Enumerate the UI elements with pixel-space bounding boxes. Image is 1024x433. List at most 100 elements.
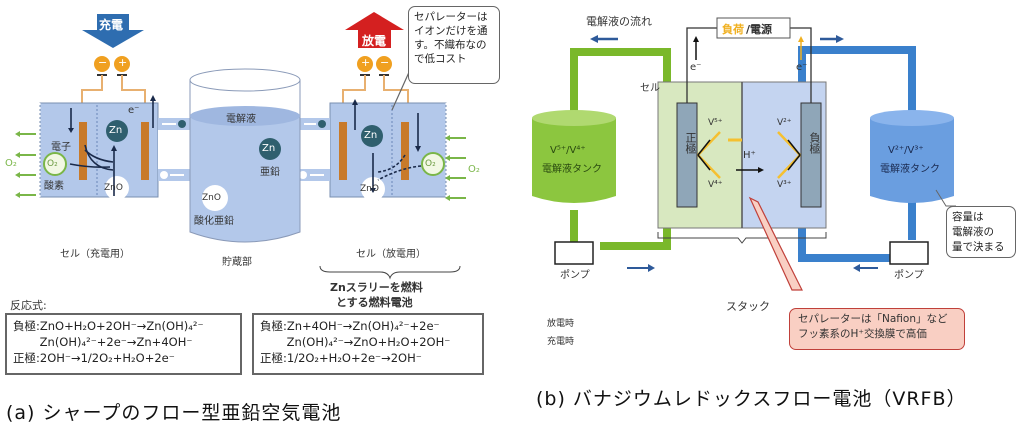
reaction-title: 反応式: [10, 299, 47, 312]
left-tank-label: 電解液タンク [542, 164, 602, 175]
charge-label: 充電 [99, 18, 124, 32]
callout-line: す。不織布なの [414, 39, 487, 51]
positive-electrode [676, 102, 698, 208]
charging-cell [39, 102, 159, 198]
discharge-arrow-icon [345, 12, 404, 48]
stack-label: スタック [726, 300, 770, 313]
zn-ball-icon [259, 138, 281, 160]
equation: 正極:2OH⁻→1/2O₂+H₂O+2e⁻ [13, 351, 175, 365]
zno-text: ZnO [104, 183, 123, 193]
zinc-air-diagram [15, 12, 466, 280]
oxygen-outside-right: O₂ [468, 164, 480, 175]
v5-label: V⁵⁺ [708, 118, 723, 128]
caption-a: (a) シャープのフロー型亜鉛空気電池 [6, 402, 342, 424]
source-label: /電源 [746, 23, 773, 36]
discharging-cell [329, 102, 447, 198]
oxygen-flow-arrows [15, 131, 466, 201]
callout-line: イオンだけを通 [414, 25, 488, 37]
plus-terminal-icon [357, 56, 373, 72]
charge-arrow-icon [82, 14, 144, 48]
right-pump-label: ポンプ [894, 270, 924, 281]
brace [319, 265, 461, 280]
electrode-right [401, 122, 409, 180]
equation: Zn(OH)₄²⁻+2e⁻→Zn+4OH⁻ [13, 335, 193, 349]
electrode-right [141, 122, 149, 180]
minus-sign: − [98, 56, 108, 69]
electron-text: 電子 [51, 142, 71, 153]
callout-line: セパレーターは [414, 11, 488, 23]
cell-label: セル [640, 83, 660, 94]
left-pump [554, 241, 594, 265]
right-tank-label: 電解液タンク [880, 164, 940, 175]
v4-label: V⁴⁺ [708, 180, 723, 190]
electron-label: e⁻ [128, 105, 140, 116]
zno-ball-icon [202, 185, 228, 211]
capacity-callout: 容量は 電解液の 量で決まる [946, 206, 1016, 258]
equation: 正極:1/2O₂+H₂O+2e⁻→2OH⁻ [260, 351, 422, 365]
minus-terminal-icon [376, 56, 392, 72]
electrolyte-label: 電解液 [226, 114, 256, 125]
cell-discharge-label: セル（放電用） [356, 249, 426, 260]
zinc-oxide-label: 酸化亜鉛 [194, 216, 234, 227]
v2-label: V²⁺ [777, 118, 792, 128]
positive-electrode-label: 正極 [684, 132, 697, 154]
callout-line: 量で決まる [952, 241, 1005, 253]
left-pump-label: ポンプ [560, 270, 590, 281]
flow-label: 電解液の流れ [586, 15, 652, 28]
separator-callout-pointer [748, 196, 803, 291]
oxygen-icon [43, 152, 67, 176]
plus-sign: + [118, 56, 128, 69]
zn-ball-icon [106, 120, 128, 142]
reaction-arrows [68, 95, 422, 196]
oxygen-inner: O₂ [47, 159, 58, 169]
stack-brace [657, 232, 827, 244]
plus-sign: + [361, 56, 371, 69]
legend-charge-label: 充電時 [547, 337, 575, 347]
cell-charge-label: セル（充電用） [60, 249, 130, 260]
right-tank [870, 110, 954, 203]
negative-electrode-label: 負極 [808, 132, 821, 154]
load-source-box [716, 17, 791, 39]
electrode-left [79, 122, 87, 180]
oxygen-icon [421, 152, 445, 176]
electron-label-left: e⁻ [690, 62, 702, 73]
green-pipe [570, 48, 671, 250]
positive-half-cell [657, 81, 743, 229]
callout-line: フッ素系のH⁺交換膜で高価 [798, 328, 927, 340]
left-tank-ions: V⁵⁺/V⁴⁺ [550, 145, 586, 156]
charge-equations-box: 負極:ZnO+H₂O+2OH⁻→Zn(OH)₄²⁻ Zn(OH)₄²⁻+2e⁻→… [5, 313, 242, 375]
minus-terminal-icon [94, 56, 110, 72]
oxygen-inner: O₂ [425, 159, 436, 169]
v3-label: V³⁺ [777, 180, 792, 190]
legend-discharge-label: 放電時 [547, 319, 575, 329]
plus-terminal-icon [114, 56, 130, 72]
right-tank-ions: V²⁺/V³⁺ [888, 145, 924, 156]
separator-callout: セパレーターは イオンだけを通 す。不織布なの で低コスト [408, 6, 500, 84]
callout-line: で低コスト [414, 53, 467, 65]
vrfb-diagram [532, 17, 956, 291]
storage-label: 貯蔵部 [222, 257, 252, 268]
discharge-equations-box: 負極:Zn+4OH⁻→Zn(OH)₄²⁻+2e⁻ Zn(OH)₄²⁻→ZnO+H… [252, 313, 484, 375]
oxygen-outside-left: O₂ [5, 158, 17, 169]
h-plus-arrowhead [758, 167, 764, 173]
zno-ball-icon [105, 176, 129, 200]
callout-line: 電解液の [952, 226, 994, 238]
electrode-left [339, 122, 347, 180]
caption-b: (b) バナジウムレドックスフロー電池（VRFB） [536, 388, 967, 410]
h-plus-label: H⁺ [743, 150, 756, 161]
zno-text: ZnO [360, 184, 379, 194]
oxygen-text: 酸素 [44, 181, 64, 192]
minus-sign: − [380, 56, 390, 69]
fuel-cell-label-line2: とする燃料電池 [336, 296, 413, 309]
equation: Zn(OH)₄²⁻→ZnO+H₂O+2OH⁻ [260, 335, 451, 349]
zn-text: Zn [262, 143, 276, 154]
callout-line: セパレーターは「Nafion」など [798, 313, 948, 325]
discharge-label: 放電 [362, 34, 387, 48]
right-pump [889, 241, 929, 265]
zn-text: Zn [109, 125, 123, 136]
ion-reaction-arrows [697, 131, 801, 179]
fuel-cell-label-line1: Znスラリーを燃料 [330, 281, 423, 294]
equation: 負極:Zn+4OH⁻→Zn(OH)₄²⁻+2e⁻ [260, 319, 440, 333]
left-tank [532, 110, 616, 203]
load-label: 負荷 [722, 23, 744, 36]
